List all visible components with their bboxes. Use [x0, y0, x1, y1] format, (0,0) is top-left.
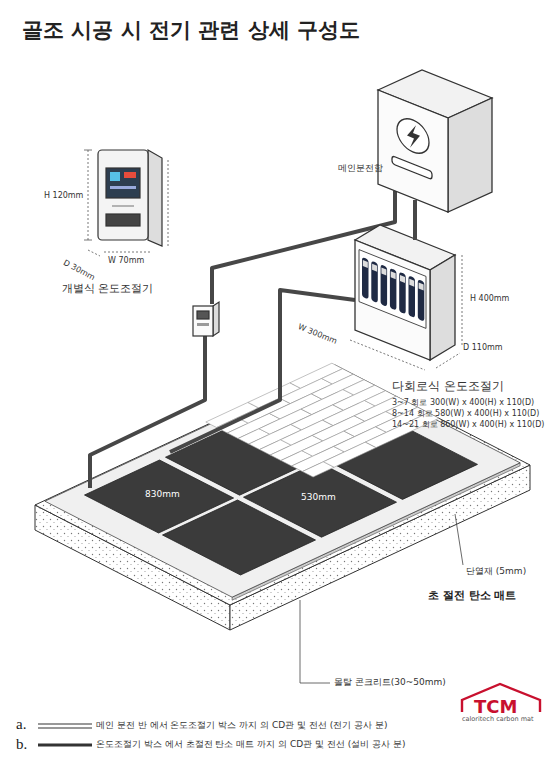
callout-label: 단열재 (5mm) — [466, 566, 526, 576]
title: 골조 시공 시 전기 관련 상세 구성도 — [22, 18, 360, 42]
breaker-switch — [381, 268, 386, 276]
breaker — [381, 264, 388, 307]
breaker — [390, 268, 397, 311]
breaker-switch — [419, 282, 424, 290]
individual-thermostat — [98, 150, 162, 246]
callout-label: H 120mm — [44, 191, 83, 200]
callout-label: W 300mm — [297, 322, 339, 346]
callout-label: caloritech carbon mat — [462, 716, 534, 723]
logo-text: TCM — [474, 697, 517, 718]
legend-text: 온도조절기 박스 에서 초절전 탄소 매트 까지 의 CD관 및 전선 (설비 … — [96, 739, 405, 749]
callout-label: 초 절전 탄소 매트 — [428, 590, 517, 603]
breaker-switch — [372, 264, 377, 272]
legend-marker: a. — [16, 716, 26, 733]
breaker — [399, 272, 406, 315]
device-node: 다회로식 온도조절기 3~7 회로 300(W) x 400(H) x 110(D… — [330, 240, 545, 440]
callout-label: 몰탈 콘크리트(30~50mm) — [334, 677, 446, 687]
breaker-switch — [363, 260, 368, 268]
callout-label: D 110mm — [463, 343, 503, 352]
dimension-lines — [350, 255, 462, 370]
legend-marker: b. — [16, 736, 27, 753]
spec-line: 8~14 회로 580(W) x 400(H) x 110(D) — [392, 409, 539, 418]
device-node: 메인분전함 — [330, 65, 495, 200]
breaker — [371, 261, 378, 304]
spec-line: 14~21 회로 860(W) x 400(H) x 110(D) — [392, 420, 544, 429]
spec-line: 3~7 회로 300(W) x 400(H) x 110(D) — [392, 398, 534, 407]
breaker — [362, 257, 369, 300]
node-heading: 개별식 온도조절기 — [62, 283, 154, 296]
dimension-lines — [84, 150, 168, 256]
main-panel — [378, 70, 492, 212]
node-heading: 메인분전함 — [338, 163, 383, 173]
switch-box — [193, 302, 219, 336]
wire-connector — [413, 200, 417, 240]
node-heading: 다회로식 온도조절기 — [392, 380, 504, 393]
device-node: 개별식 온도조절기 — [40, 140, 180, 305]
breaker-switch — [400, 275, 405, 283]
breaker — [409, 275, 416, 318]
legend-text: 메인 분전 반 에서 온도조절기 박스 까지 의 CD관 및 전선 (전기 공사… — [96, 720, 387, 730]
multi-circuit-thermostat — [355, 225, 455, 360]
breaker — [418, 279, 425, 322]
callout-label: W 70mm — [108, 256, 144, 265]
wire — [170, 290, 355, 452]
breaker-switch — [391, 271, 396, 279]
callout-label: H 400mm — [470, 294, 509, 303]
legend-samples — [38, 724, 92, 745]
breaker-switch — [409, 279, 414, 287]
callout-label: D 30mm — [62, 258, 97, 282]
floor-plank — [323, 442, 376, 467]
callout-label: 530mm — [301, 492, 336, 502]
callout-label: 830mm — [145, 489, 180, 499]
wire — [90, 336, 205, 488]
